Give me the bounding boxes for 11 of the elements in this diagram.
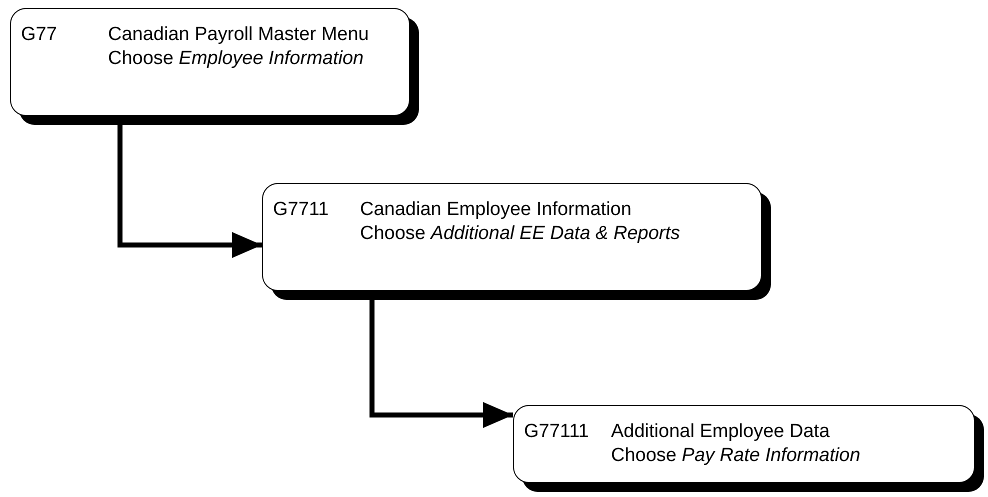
- menu-instruction: Choose Employee Information: [108, 47, 365, 71]
- menu-title: Additional Employee Data: [611, 420, 831, 444]
- arrow: [118, 125, 262, 258]
- menu-title: Canadian Payroll Master Menu: [108, 23, 369, 47]
- menu-instruction: Choose Pay Rate Information: [611, 444, 860, 468]
- menu-code: G77111: [524, 420, 590, 444]
- menu-code: G7711: [273, 198, 330, 222]
- menu-instruction: Choose Additional EE Data & Reports: [360, 222, 680, 246]
- arrow: [370, 300, 513, 428]
- menu-code: G77: [21, 23, 58, 47]
- menu-title: Canadian Employee Information: [360, 198, 632, 222]
